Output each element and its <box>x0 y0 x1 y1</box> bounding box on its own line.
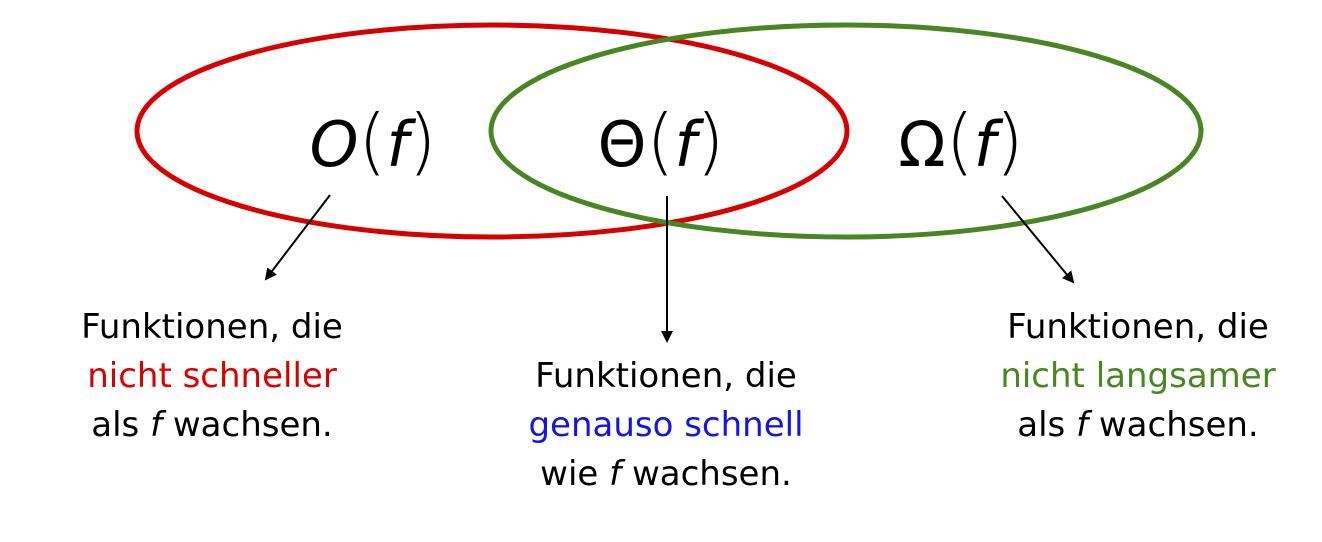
desc-line-3: als f wachsen. <box>91 405 333 445</box>
desc-highlight: nicht langsamer <box>1000 356 1276 396</box>
desc-line-3: als f wachsen. <box>1017 405 1259 445</box>
big-omega-label: Ω(f) <box>898 99 1023 183</box>
big-theta-label: Θ(f) <box>598 99 725 183</box>
desc-line-3: wie f wachsen. <box>540 454 792 494</box>
big-o-label: O(f) <box>310 99 437 183</box>
big-omega-description: Funktionen, die nicht langsamer als f wa… <box>948 303 1322 450</box>
desc-highlight: genauso schnell <box>528 405 804 445</box>
big-omega-ellipse <box>488 22 1204 240</box>
big-theta-description: Funktionen, die genauso schnell wie f wa… <box>476 352 856 499</box>
desc-line-1: Funktionen, die <box>1007 307 1269 347</box>
arrow-big-o <box>264 194 331 281</box>
big-o-ellipse <box>134 22 850 240</box>
desc-highlight: nicht schneller <box>87 356 337 396</box>
desc-line-1: Funktionen, die <box>81 307 343 347</box>
big-o-description: Funktionen, die nicht schneller als f wa… <box>22 303 402 450</box>
arrow-big-omega <box>1001 195 1075 284</box>
desc-line-1: Funktionen, die <box>535 356 797 396</box>
